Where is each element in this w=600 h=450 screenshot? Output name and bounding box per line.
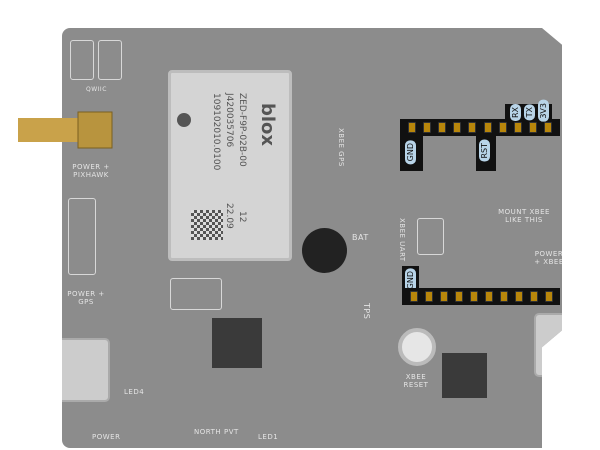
pixhawk-connector (68, 198, 96, 275)
chip-2 (442, 353, 487, 398)
header-pin[interactable] (422, 122, 431, 133)
power-gps-label: POWER + GPS (67, 290, 105, 306)
header-pin[interactable] (424, 291, 433, 302)
chip (212, 318, 262, 368)
tx-pin-label: TX (524, 104, 535, 121)
top-header[interactable] (400, 119, 560, 136)
led4-label: LED4 (124, 388, 145, 396)
header-pin[interactable] (453, 122, 462, 133)
mount-xbee-label: MOUNT XBEE LIKE THIS (498, 208, 550, 224)
xbee-uart-label: XBEE UART (398, 218, 406, 262)
xbee-gps-label: XBEE GPS (337, 128, 345, 167)
header-pin[interactable] (544, 291, 553, 302)
header-pin[interactable] (483, 122, 492, 133)
rx-pin-label: RX (510, 104, 521, 122)
header-pin[interactable] (437, 122, 446, 133)
xbee-reset-button[interactable] (398, 328, 436, 366)
bat-label: BAT (352, 233, 369, 242)
qwiic-connector (70, 40, 94, 80)
header-pin[interactable] (514, 291, 523, 302)
sma-antenna-connector[interactable] (18, 110, 113, 150)
qwiic-connector-2 (98, 40, 122, 80)
pvt-label: PVT (224, 428, 239, 436)
module-code: 109102010.0100 (211, 93, 221, 171)
header-pin[interactable] (499, 291, 508, 302)
power-pixhawk-label: POWER + PIXHAWK (72, 163, 110, 179)
header-pin[interactable] (469, 291, 478, 302)
rst-pin-label: RST (479, 140, 490, 162)
led1-label: LED1 (258, 433, 279, 441)
usb-c-port-right[interactable] (534, 313, 562, 377)
header-pin[interactable] (484, 291, 493, 302)
module-dot (177, 113, 191, 127)
power-label: POWER (92, 433, 121, 441)
module-serial: J420035706 (224, 93, 234, 148)
switch[interactable] (417, 218, 444, 255)
qwiic-label: QWIIC (86, 86, 107, 93)
3v3-pin-label: 3V3 (538, 100, 549, 122)
pcb-board: QWIIC POWER + PIXHAWK POWER + GPS POWER … (62, 28, 562, 448)
header-pin[interactable] (544, 122, 553, 133)
header-pin[interactable] (468, 122, 477, 133)
module-model: ZED-F9P-02B-00 (237, 93, 247, 167)
qr-code (191, 210, 223, 240)
battery-holder (302, 228, 347, 273)
header-pin[interactable] (454, 291, 463, 302)
usb-c-port-left[interactable] (62, 338, 110, 402)
xbee-reset-label: XBEE RESET (403, 373, 429, 389)
header-pin[interactable] (529, 291, 538, 302)
tps-label: TPS (362, 303, 371, 320)
header-pin[interactable] (409, 291, 418, 302)
power-xbee-label: POWER + XBEE (534, 250, 564, 266)
header-pin[interactable] (529, 122, 538, 133)
module-brand: blox (257, 103, 278, 147)
bottom-header[interactable] (402, 288, 560, 305)
header-pin[interactable] (498, 122, 507, 133)
north-label: NORTH (194, 428, 222, 436)
header-pin[interactable] (407, 122, 416, 133)
header-pin[interactable] (439, 291, 448, 302)
header-pin[interactable] (513, 122, 522, 133)
switch-2[interactable] (170, 278, 222, 310)
module-date: 22.09 (224, 203, 234, 229)
module-rev: 12 (237, 211, 247, 223)
gps-module: blox ZED-F9P-02B-00 J420035706 109102010… (168, 70, 292, 261)
gnd-pin-label: GND (405, 140, 416, 165)
